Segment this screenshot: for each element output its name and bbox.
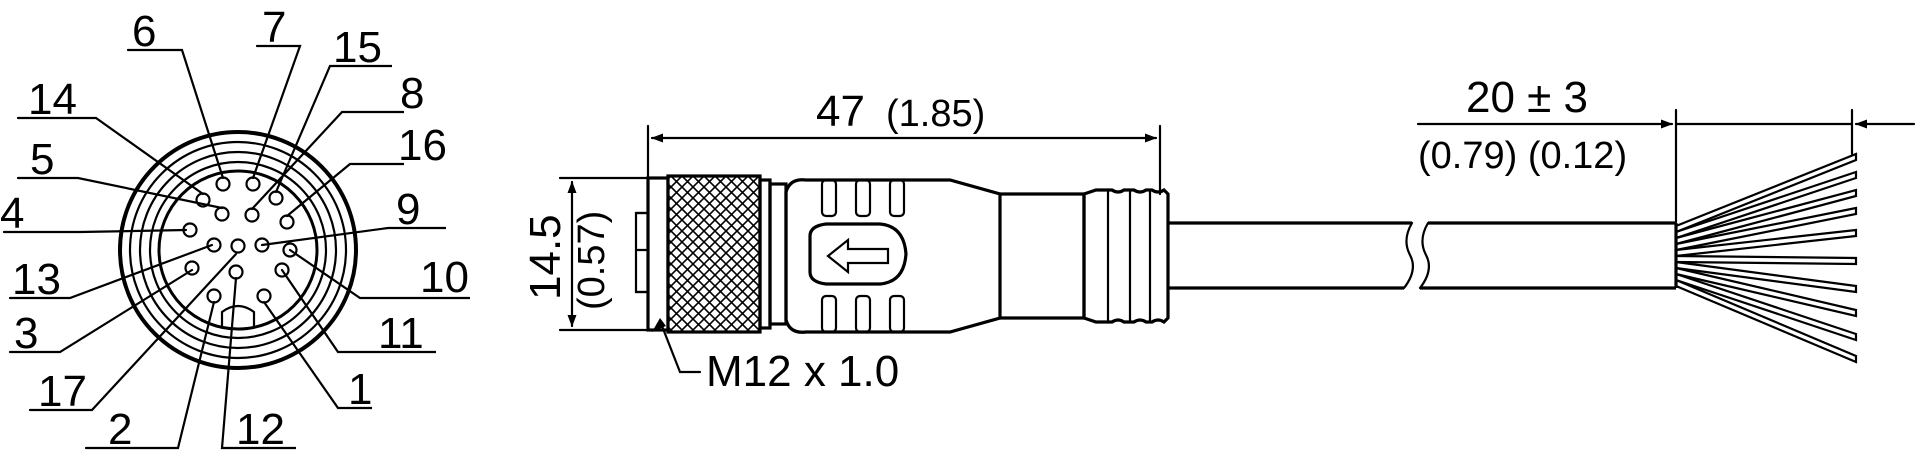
pin-leader-lines [2,44,470,450]
cable [1168,221,1678,290]
stripped-wires [1674,152,1858,364]
pin-label-16: 16 [398,121,447,170]
pin-3 [184,260,200,276]
diameter-value-inches: (0.57) [571,211,613,310]
pin-label-3: 3 [14,309,38,358]
diameter-value: 14.5 [521,214,570,300]
pin-13 [206,237,222,253]
pin-label-14: 14 [28,75,77,124]
pin-label-10: 10 [420,253,469,302]
pin-number-labels: 6 7 15 14 8 5 16 4 9 13 10 3 11 17 1 2 1… [0,3,469,454]
pin-holes [182,176,298,304]
pin-label-12: 12 [236,405,285,454]
pin-label-11: 11 [378,309,424,358]
coding-key [220,304,256,328]
face-ring-2 [128,140,348,360]
face-ring-5 [157,169,319,331]
connector-side-view: 47 (1.85) 14.5 (0.57) M12 x 1.0 20 ± 3 (… [521,73,1916,396]
thread-label: M12 x 1.0 [706,347,899,396]
pin-10 [282,242,298,258]
strip-length-dimension: 20 ± 3 (0.79) (0.12) [1416,73,1916,224]
pin-label-17: 17 [38,367,87,416]
arrow-badge-icon [808,222,908,286]
pin-label-4: 4 [0,189,24,238]
thread-callout: M12 x 1.0 [652,318,899,396]
pin-label-8: 8 [400,69,424,118]
strain-relief [1000,192,1086,320]
pin-label-13: 13 [12,255,61,304]
diameter-dimension: 14.5 (0.57) [521,176,650,332]
pin-label-7: 7 [262,3,286,52]
face-ring-4 [148,160,328,340]
pin-label-1: 1 [348,365,372,414]
nut-front-lip [646,176,670,332]
pin-11 [274,262,290,278]
grip-body [784,178,1002,334]
pin-17 [230,238,246,254]
length-dimension: 47 (1.85) [646,87,1162,196]
pin-label-2: 2 [108,405,132,454]
pin-label-5: 5 [30,135,54,184]
connector-face-view: 6 7 15 14 8 5 16 4 9 13 10 3 11 17 1 2 1… [0,3,470,454]
pin-label-9: 9 [396,185,420,234]
knurled-coupling-nut [666,174,762,334]
pin-label-15: 15 [333,23,382,72]
length-value: 47 [816,87,865,136]
face-ring-3 [138,150,338,350]
strip-length-value: 20 ± 3 [1466,73,1588,122]
strip-length-value-inches: (0.79) (0.12) [1418,135,1627,177]
length-value-inches: (1.85) [886,93,985,135]
pin-label-6: 6 [132,7,156,56]
